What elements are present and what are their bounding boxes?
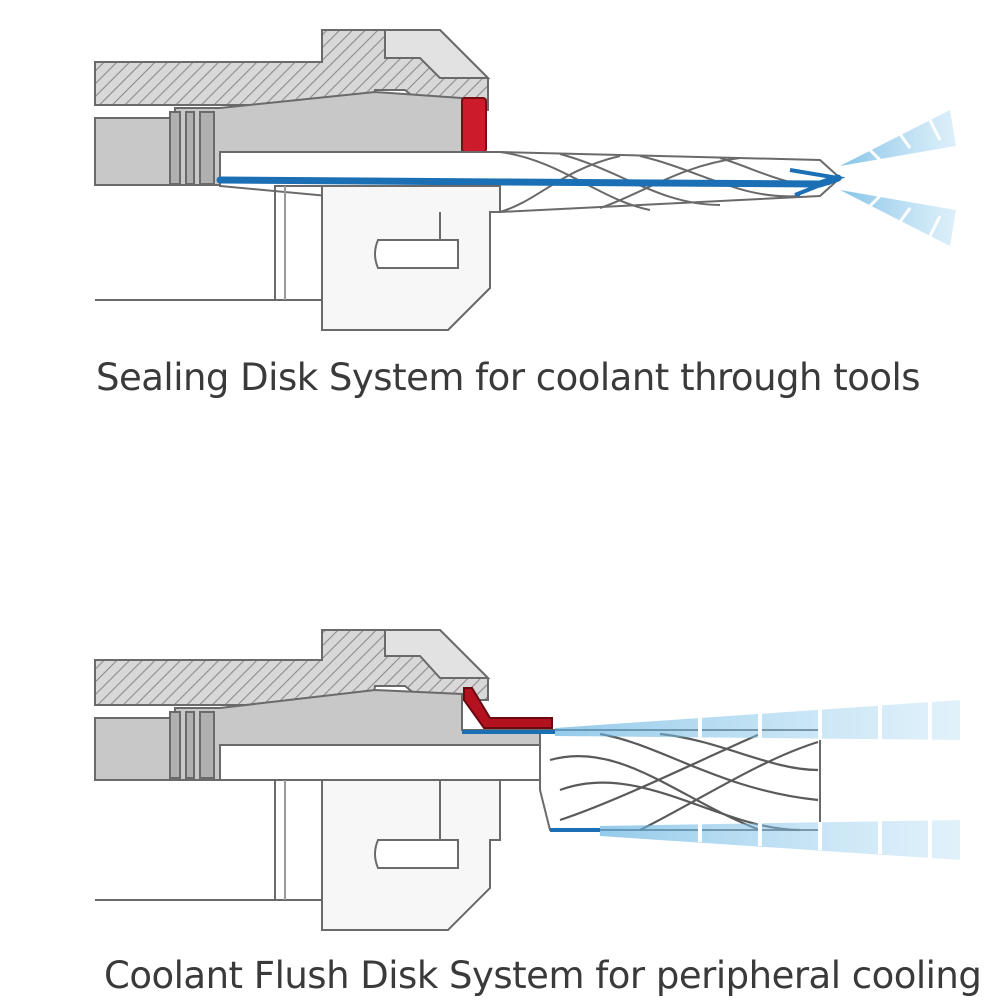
coolant-exit-top [789, 168, 846, 197]
flush-disk-diagram [94, 629, 960, 931]
endmill-body-bottom [539, 729, 821, 831]
wrench-slot-top [374, 239, 459, 269]
sealing-disk-diagram [94, 29, 956, 331]
nut-cap-bottom [322, 629, 491, 679]
wrench-slot-bottom [374, 839, 459, 869]
caption-sealing-disk: Sealing Disk System for coolant through … [96, 356, 921, 399]
caption-flush-disk: Coolant Flush Disk System for peripheral… [104, 954, 982, 997]
tool-shank-bottom [219, 744, 541, 781]
collet-grooves-top [169, 111, 215, 185]
collet-grooves-bottom [169, 711, 215, 779]
nut-cap-top [322, 29, 491, 79]
coolant-spray-top [840, 110, 956, 246]
flush-disk [463, 687, 553, 729]
sealing-disk [461, 97, 487, 153]
coolant-spray-bottom [555, 700, 960, 860]
